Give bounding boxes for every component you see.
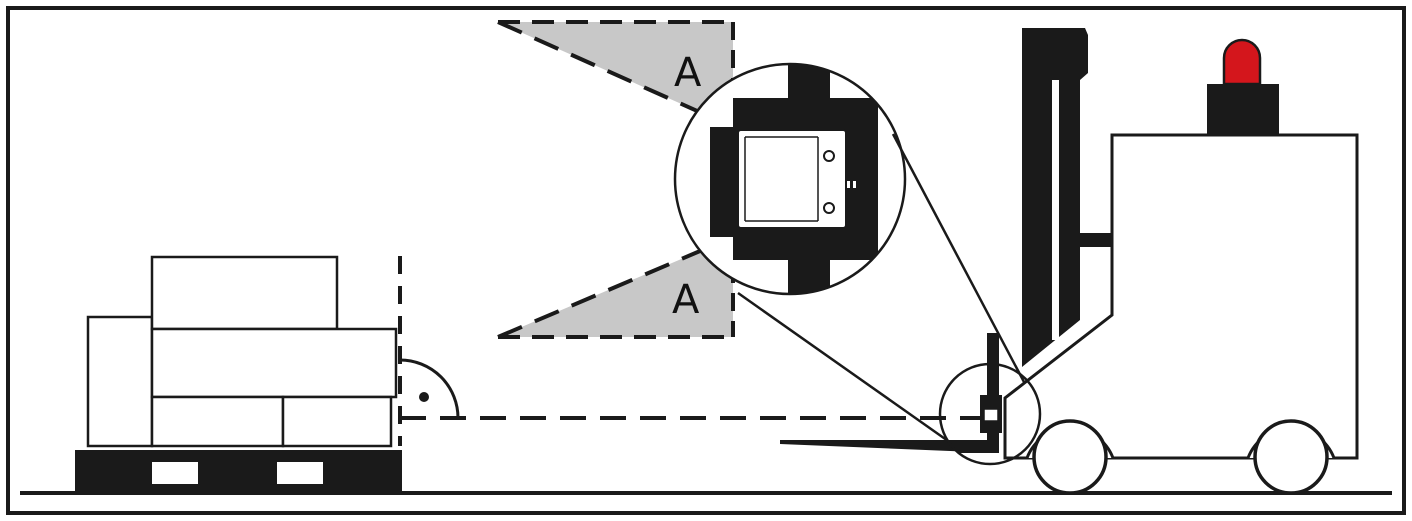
box-left [86,315,154,448]
forklift-rear-wheel [1253,419,1329,495]
zone-top-label: A [674,50,702,96]
forklift-sensor-mount [983,408,999,422]
sensor-icon [737,129,856,229]
forklift-body [1003,133,1359,460]
forklift-fork [780,440,999,453]
pallet-opening-left [152,462,198,484]
warning-beacon-icon [1207,38,1279,135]
pallet-base [75,450,402,491]
forklift-front-wheel [1032,419,1108,495]
forklift-icon [780,28,1359,495]
box-bottom-left [150,395,285,448]
pallet-icon [75,255,402,491]
forklift-mast-crossbar [1080,233,1112,247]
forklift-carriage [987,333,999,453]
zoom-connector-upper [891,133,1026,383]
zone-bottom-label: A [672,277,700,323]
right-angle-marker [399,358,460,419]
zoom-source-circle [938,362,1042,466]
detection-zone-top: A [497,20,735,129]
detection-zone-bottom: A [497,235,735,339]
pallet-opening-right [277,462,323,484]
box-middle [150,327,398,399]
box-top [150,255,339,331]
zoom-connector-lower [737,291,959,450]
sensor-zoom-detail [673,62,907,296]
box-bottom-right [281,395,393,448]
